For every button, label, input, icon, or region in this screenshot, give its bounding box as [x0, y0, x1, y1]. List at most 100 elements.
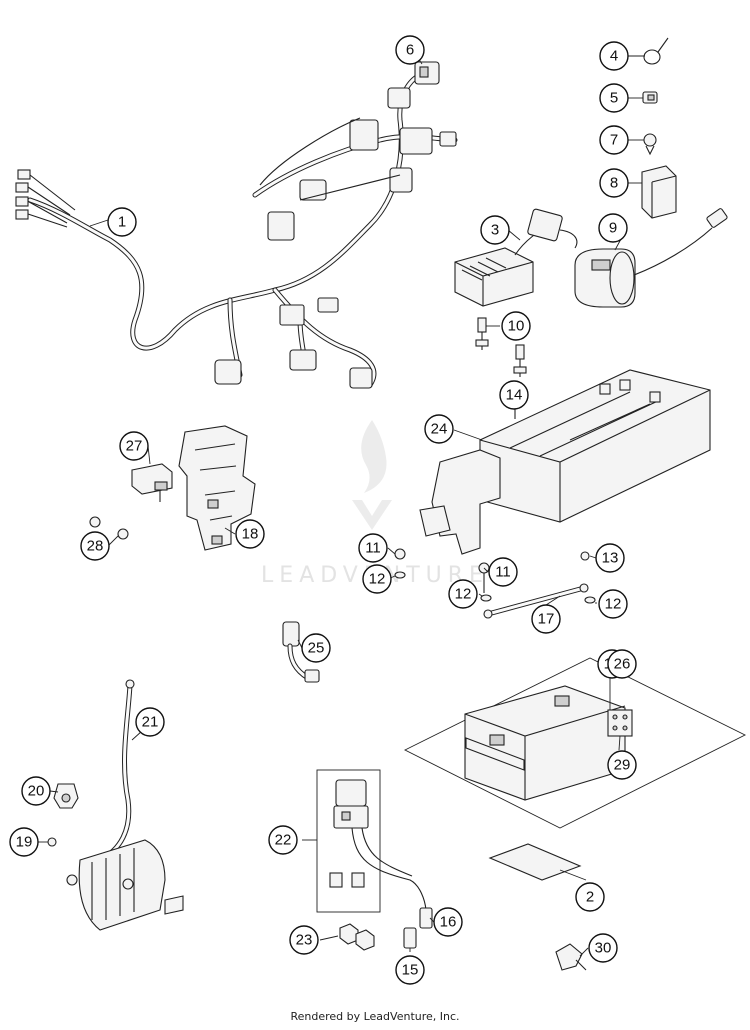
- part-26-battery-set: [403, 657, 747, 829]
- callout-21: 21: [135, 707, 165, 737]
- callout-number: 27: [126, 438, 143, 455]
- callout-18: 18: [235, 519, 265, 549]
- wiring-harness: [15, 72, 458, 389]
- callout-3: 3: [480, 215, 510, 245]
- callout-26: 26: [607, 649, 637, 679]
- callout-number: 17: [538, 611, 555, 628]
- callout-labels: 1234567891011111212121213141516171819202…: [9, 35, 637, 985]
- part-2-pad: [488, 843, 582, 881]
- part-11-12-screw-left: [394, 548, 406, 579]
- callout-number: 11: [495, 564, 511, 581]
- part-19-screw: [47, 837, 57, 847]
- flame-logo-icon: [361, 420, 387, 493]
- part-9-pump-unit: [574, 208, 728, 308]
- starter-motor: [66, 839, 184, 931]
- callout-number: 7: [610, 132, 618, 149]
- callout-7: 7: [599, 125, 629, 155]
- part-22-fuse-box: [316, 769, 427, 913]
- callout-number: 23: [296, 932, 313, 949]
- callout-number: 20: [28, 783, 45, 800]
- callout-28: 28: [80, 531, 110, 561]
- part-15-fuse-holder: [403, 927, 417, 949]
- callout-number: 30: [595, 940, 612, 957]
- callout-number: 2: [586, 889, 594, 906]
- callout-12: 12: [598, 589, 628, 619]
- callout-number: 10: [508, 318, 525, 335]
- part-3-voltage-regulator: [454, 208, 578, 307]
- callout-number: 24: [431, 421, 448, 438]
- callout-17: 17: [531, 604, 561, 634]
- callout-12: 12: [362, 564, 392, 594]
- part-4-cable-tie: [643, 37, 669, 65]
- callout-number: 26: [614, 656, 631, 673]
- callout-number: 6: [406, 42, 414, 59]
- callout-15: 15: [395, 955, 425, 985]
- part-20-cap: [53, 783, 79, 809]
- callout-number: 19: [16, 834, 33, 851]
- callout-20: 20: [21, 776, 51, 806]
- callout-number: 25: [308, 640, 325, 657]
- callout-12: 12: [448, 579, 478, 609]
- callout-27: 27: [119, 431, 149, 461]
- callout-19: 19: [9, 827, 39, 857]
- part-23-fuses: [339, 923, 375, 951]
- callout-number: 3: [491, 222, 499, 239]
- part-7-expansion-rivet: [643, 133, 657, 156]
- callout-25: 25: [301, 633, 331, 663]
- callout-number: 14: [506, 387, 523, 404]
- callout-number: 5: [610, 90, 618, 107]
- part-13-nut: [580, 551, 590, 561]
- callout-8: 8: [599, 168, 629, 198]
- callout-number: 13: [602, 550, 619, 567]
- part-30-connector: [555, 943, 587, 971]
- part-24-electronics-box: [419, 369, 711, 555]
- footer-credit: Rendered by LeadVenture, Inc.: [290, 1010, 460, 1023]
- callout-number: 4: [610, 48, 618, 65]
- callout-6: 6: [395, 35, 425, 65]
- callout-11: 11: [358, 533, 388, 563]
- callout-23: 23: [289, 925, 319, 955]
- callout-number: 11: [365, 540, 381, 557]
- part-16-fuse-holder: [419, 907, 433, 929]
- callout-number: 22: [275, 832, 292, 849]
- callout-10: 10: [501, 311, 531, 341]
- part-17-ground-cable: [483, 583, 596, 619]
- callout-number: 9: [609, 220, 617, 237]
- callout-number: 1: [118, 214, 126, 231]
- callout-number: 12: [455, 586, 472, 603]
- part-29-screw-kit: [607, 709, 633, 737]
- callout-9: 9: [598, 213, 628, 243]
- part-18-bracket: [178, 425, 256, 551]
- callout-22: 22: [268, 825, 298, 855]
- part-6-connector: [414, 61, 440, 85]
- callout-5: 5: [599, 83, 629, 113]
- part-21-starter-cable: [97, 679, 135, 863]
- callout-24: 24: [424, 414, 454, 444]
- callout-13: 13: [595, 543, 625, 573]
- callout-4: 4: [599, 41, 629, 71]
- callout-number: 18: [242, 526, 259, 543]
- callout-number: 21: [142, 714, 159, 731]
- part-25-connector-cable: [282, 621, 320, 683]
- callout-number: 29: [614, 757, 631, 774]
- callout-14: 14: [499, 380, 529, 410]
- callout-29: 29: [607, 750, 637, 780]
- part-5-clip: [642, 91, 658, 104]
- callout-number: 28: [87, 538, 104, 555]
- callout-11: 11: [488, 557, 518, 587]
- v-logo-icon: [352, 500, 392, 530]
- callout-number: 16: [440, 914, 457, 931]
- part-8-rubber-cover: [641, 165, 677, 219]
- callout-1: 1: [107, 207, 137, 237]
- callout-16: 16: [433, 907, 463, 937]
- callout-number: 12: [605, 596, 622, 613]
- part-27-relay: [131, 463, 173, 502]
- callout-30: 30: [588, 933, 618, 963]
- part-10-bolts: [475, 317, 527, 377]
- callout-number: 12: [369, 571, 386, 588]
- callout-number: 8: [610, 175, 618, 192]
- part-28-screws: [89, 516, 129, 540]
- callout-number: 15: [402, 962, 419, 979]
- callout-2: 2: [575, 882, 605, 912]
